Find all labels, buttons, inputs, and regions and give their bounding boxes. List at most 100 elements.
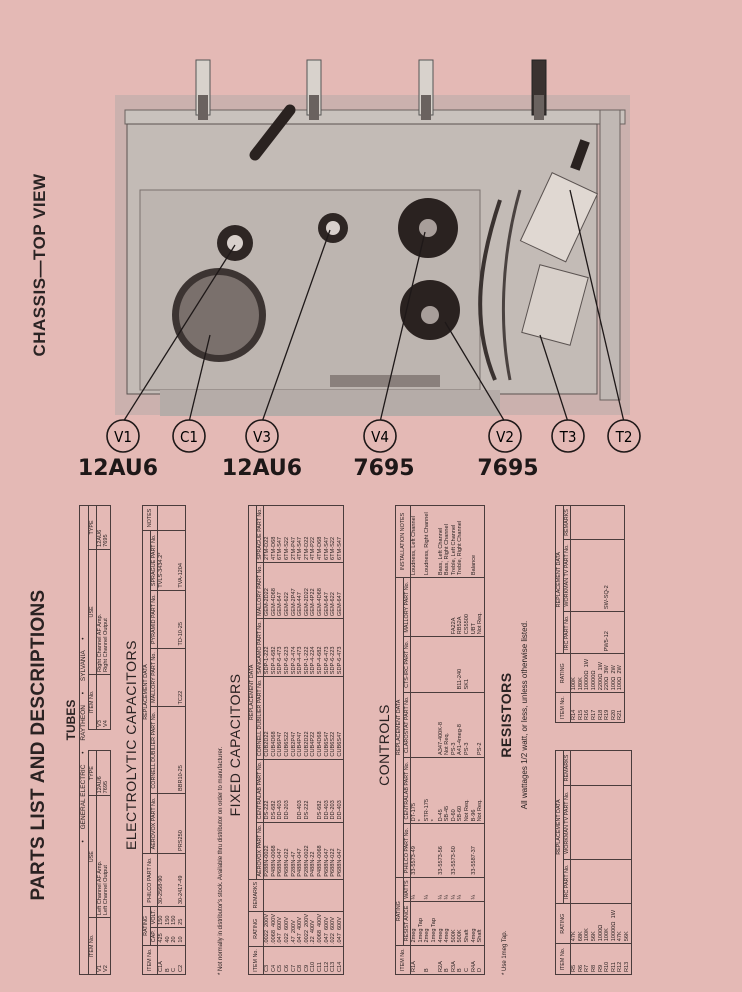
table-cell	[417, 877, 425, 902]
table-cell: P288N-47	[290, 822, 298, 880]
table-cell: 1000Ω	[597, 903, 605, 944]
table-cell: P488N-0068	[316, 822, 324, 880]
table-cell	[171, 505, 178, 531]
table-cell: C14	[336, 946, 344, 975]
table-cell	[610, 611, 618, 654]
table-cell	[597, 859, 605, 904]
callout-t2: T2	[607, 419, 641, 453]
table-cell: Loudness, Left Channel	[410, 505, 418, 578]
table-cell	[477, 823, 485, 878]
table-cell	[417, 692, 425, 758]
callout-t3: T3	[551, 419, 585, 453]
table-cell: *	[430, 757, 438, 824]
col-cornell: CORNELL DUBILIER PART No.	[256, 676, 264, 760]
table-cell	[417, 823, 425, 878]
table-cell	[463, 877, 471, 902]
table-cell: C3	[263, 946, 271, 975]
table-cell: CUB6S47	[336, 676, 344, 760]
table-cell: P688N-022	[330, 822, 337, 880]
table-cell: 33-5573-49	[410, 823, 418, 878]
table-cell: R7	[584, 943, 591, 975]
callout-id: V4	[371, 428, 389, 446]
table-cell: 68K	[577, 903, 585, 944]
table-cell: 2meg	[410, 901, 418, 946]
table-cell	[417, 577, 425, 637]
table-cell	[297, 879, 304, 912]
table-cell: SK1	[463, 636, 471, 693]
table-cell	[171, 648, 178, 707]
table-cell	[577, 750, 585, 786]
table-cell	[164, 853, 172, 907]
table-cell: 40	[164, 927, 172, 946]
table-cell: .0022 200V	[263, 911, 271, 947]
table-cell: DS-682	[270, 759, 278, 823]
table-cell: P488N-047	[297, 822, 304, 880]
callout-id: T3	[559, 428, 577, 446]
col-cap: CAP.	[150, 927, 158, 946]
table-cell	[430, 945, 438, 975]
table-cell: 2200Ω 1W	[597, 653, 605, 693]
callout-c1: C1	[172, 419, 206, 453]
table-cell: 6TM-S22	[330, 505, 337, 563]
table-cell: DS-222	[263, 759, 271, 823]
table-cell	[410, 636, 418, 693]
table-cell	[604, 785, 611, 860]
table-cell	[577, 539, 585, 612]
table-cell	[330, 879, 337, 912]
table-cell	[570, 785, 578, 860]
table-cell: DT-175	[410, 757, 418, 824]
electrolytic-heading: ELECTROLYTIC CAPACITORS	[123, 640, 139, 850]
table-cell: STR-175	[424, 757, 431, 824]
table-cell: GEM-647	[323, 562, 331, 619]
table-cell: SDP-6-473	[323, 618, 331, 677]
table-cell	[164, 793, 172, 854]
table-cell	[444, 636, 451, 693]
table-cell	[584, 539, 591, 612]
table-cell	[424, 692, 431, 758]
table-cell: CUB4D68	[316, 676, 324, 760]
col-remarks: REMARKS	[563, 750, 571, 786]
callout-circle	[488, 419, 522, 453]
table-cell: SB-45	[444, 757, 451, 824]
table-cell: 33-5573-50	[450, 823, 458, 878]
table-cell: RB52A	[457, 577, 464, 637]
table-cell	[623, 859, 632, 904]
table-cell: TVLS-3434.2*	[157, 530, 165, 591]
tubes-heading: TUBES	[64, 699, 78, 741]
table-cell: .047 600V	[277, 911, 284, 947]
table-cell: R1A	[410, 945, 418, 975]
table-cell	[171, 590, 178, 649]
table-cell	[604, 505, 611, 540]
table-cell: PW5-12	[604, 611, 611, 654]
table-cell	[584, 859, 591, 904]
table-cell: 100Ω 2W	[617, 653, 625, 693]
table-cell: P688N-022	[283, 822, 291, 880]
table-cell	[597, 505, 605, 540]
col-use: USE	[88, 795, 97, 918]
table-cell: D	[477, 945, 485, 975]
table-cell: 1meg Tap	[430, 901, 438, 946]
table-cell	[610, 750, 618, 786]
table-cell: P288N-0022	[263, 822, 271, 880]
table-cell: 12AU6 7695	[96, 505, 111, 550]
table-cell: R12	[617, 943, 624, 975]
table-cell	[430, 505, 438, 578]
table-cell: .022 600V	[283, 911, 291, 947]
table-cell: C	[171, 945, 178, 975]
parts-list-title: PARTS LIST AND DESCRIPTIONS	[28, 589, 49, 901]
